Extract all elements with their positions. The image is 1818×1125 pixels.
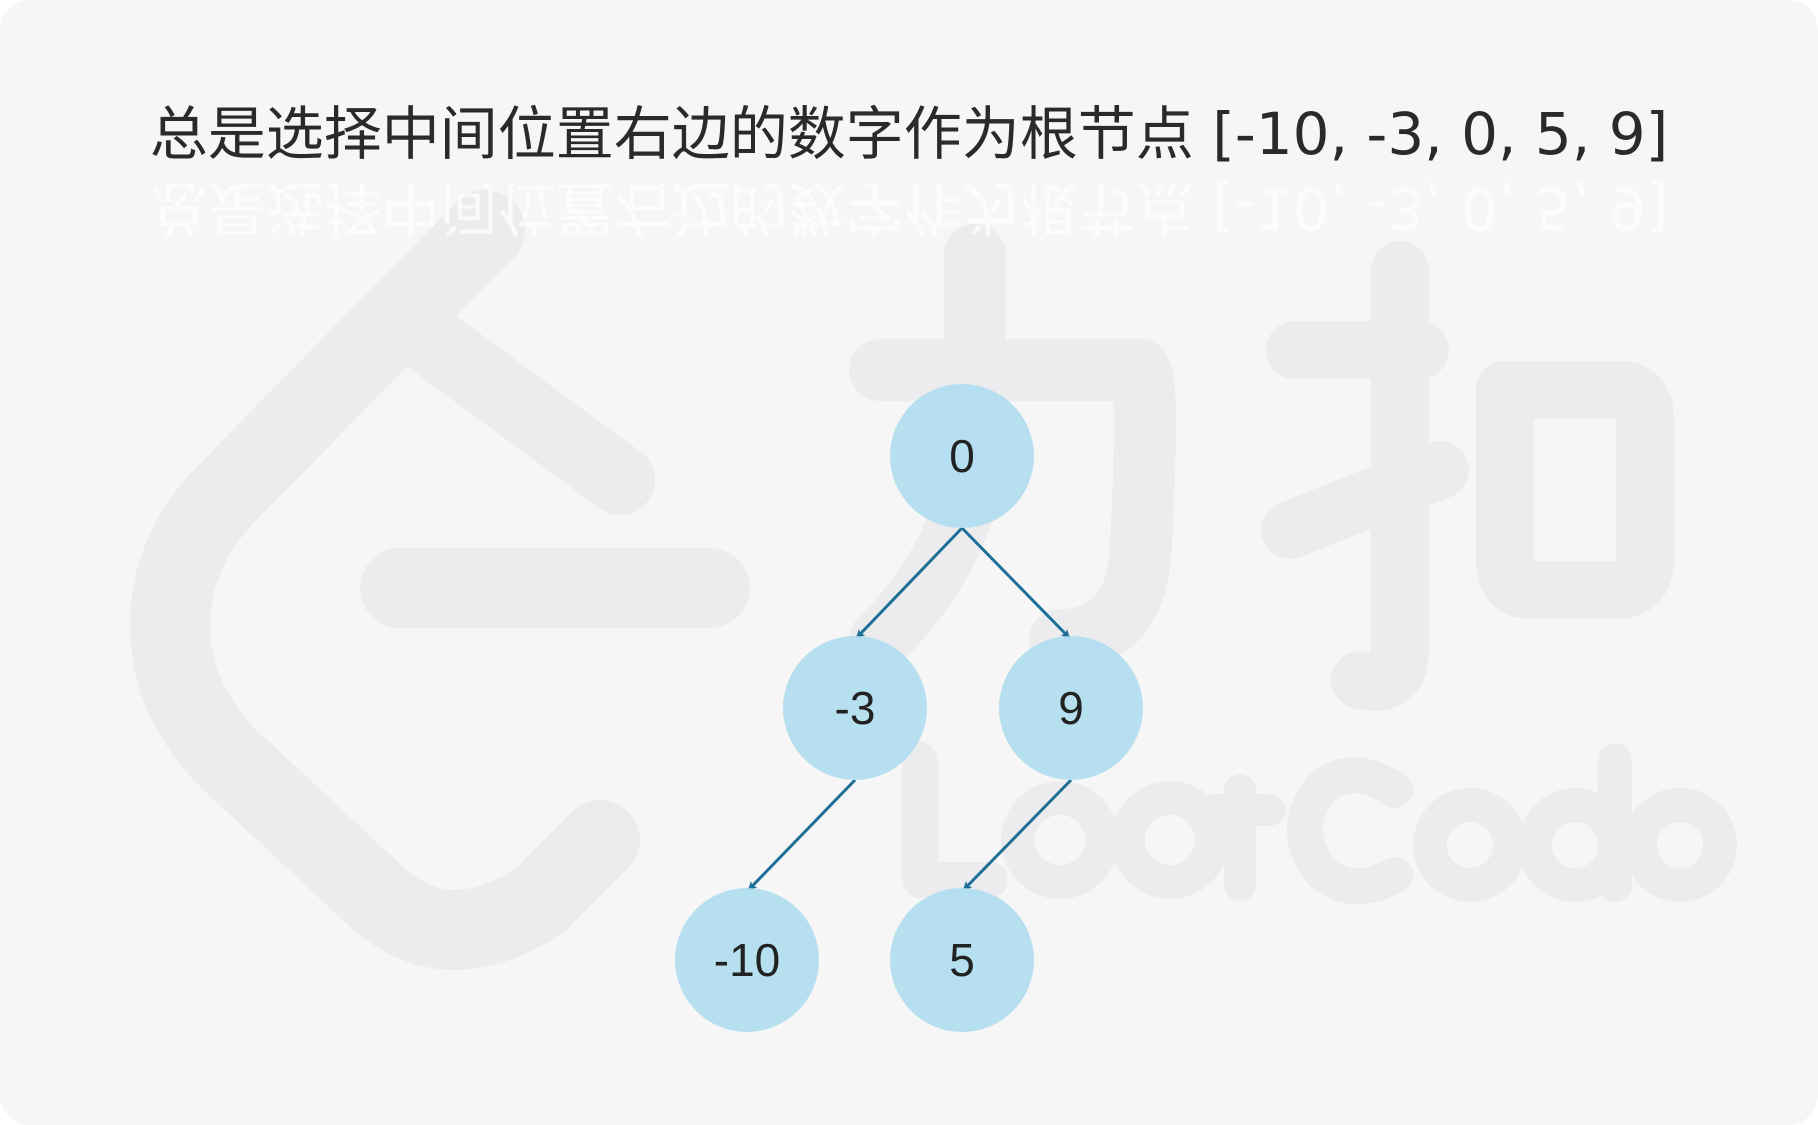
tree-node-n9: 9	[999, 636, 1143, 780]
tree-node-n-3: -3	[783, 636, 927, 780]
tree-edge-n9-to-n5	[962, 778, 1073, 892]
tree-node-n5: 5	[890, 888, 1034, 1032]
tree-edge-root-to-n-3	[855, 526, 964, 640]
tree-node-root: 0	[890, 384, 1034, 528]
tree-edge-root-to-n9	[960, 526, 1071, 640]
tree-node-circle	[890, 384, 1034, 528]
tree-node-circle	[783, 636, 927, 780]
diagram-title: 总是选择中间位置右边的数字作为根节点 [-10, -3, 0, 5, 9]	[149, 100, 1669, 168]
tree-node-label: -10	[714, 934, 780, 986]
tree-nodes: 0 -3 9 -10 5	[675, 384, 1143, 1032]
tree-node-circle	[890, 888, 1034, 1032]
tree-node-label: 5	[949, 934, 975, 986]
tree-node-label: -3	[835, 682, 876, 734]
tree-node-label: 0	[949, 430, 975, 482]
tree-node-circle	[675, 888, 819, 1032]
tree-node-label: 9	[1058, 682, 1084, 734]
tree-node-circle	[999, 636, 1143, 780]
tree-edges	[747, 526, 1073, 892]
tree-node-n-10: -10	[675, 888, 819, 1032]
tree-edge-n-3-to-n-10	[747, 778, 857, 892]
